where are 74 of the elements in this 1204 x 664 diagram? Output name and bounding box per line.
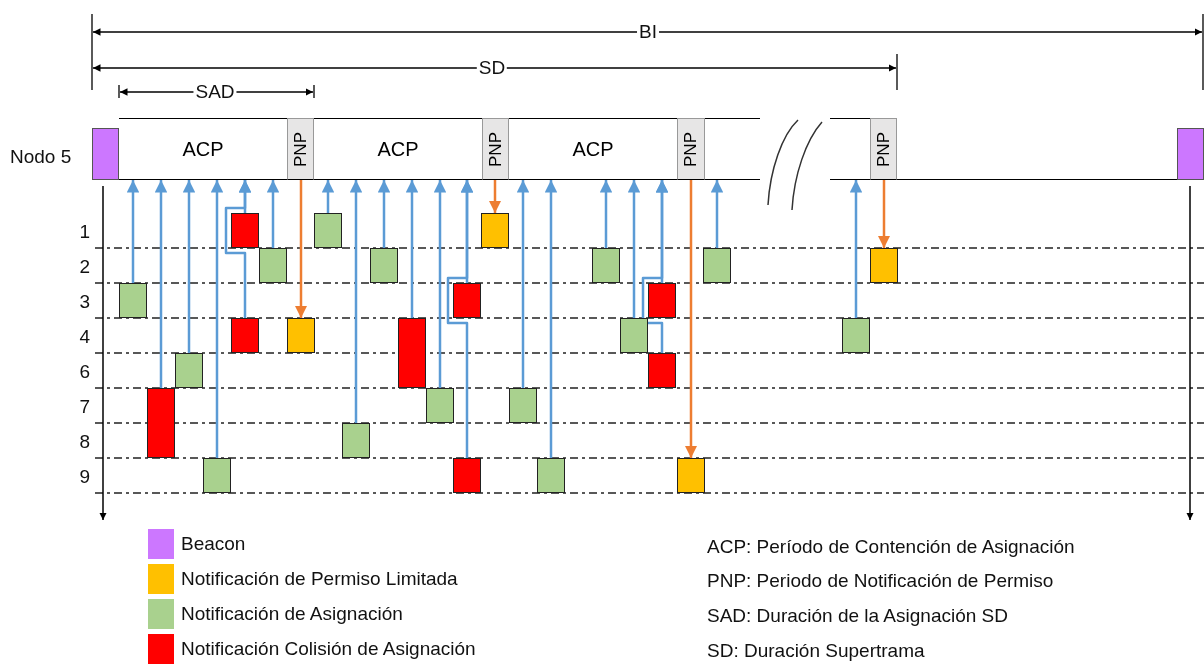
message-block: [537, 458, 565, 493]
message-block: [677, 458, 705, 493]
message-block: [481, 213, 509, 248]
message-block: [620, 318, 648, 353]
arrow: [126, 180, 140, 283]
message-block: [592, 248, 620, 283]
abbreviation-note: SD: Duración Supertrama: [707, 640, 925, 662]
arrow: [849, 180, 863, 318]
beacon-block: [1177, 128, 1204, 180]
arrow: [641, 180, 669, 353]
message-block: [203, 458, 231, 493]
message-block: [370, 248, 398, 283]
row-label: 9: [79, 466, 90, 488]
arrow: [710, 180, 724, 248]
legend-label: Notificación de Permiso Limitada: [181, 568, 458, 590]
message-block: [453, 283, 481, 318]
arrow: [516, 180, 530, 388]
arrow: [599, 180, 613, 248]
message-block: [398, 318, 426, 388]
legend-label: Notificación Colisión de Asignación: [181, 638, 476, 660]
period-segment: [830, 118, 870, 180]
arrow: [266, 180, 280, 248]
abbreviation-note: SAD: Duración de la Asignación SD: [707, 605, 1008, 627]
row-label: Nodo 5: [10, 146, 72, 168]
arrow: [224, 180, 252, 318]
legend-label: Notificación de Asignación: [181, 603, 403, 625]
arrow: [154, 180, 168, 388]
abbreviation-note: ACP: Período de Contención de Asignación: [707, 536, 1075, 558]
arrow: [321, 180, 335, 213]
message-block: [453, 458, 481, 493]
message-block: [259, 248, 287, 283]
notification-slot: PNP: [287, 118, 314, 180]
row-label: 8: [79, 431, 90, 453]
arrow: [627, 180, 641, 318]
message-block: [287, 318, 315, 353]
message-block: [147, 388, 175, 458]
message-block: [703, 248, 731, 283]
abbreviation-note: PNP: Periodo de Notificación de Permiso: [707, 570, 1054, 592]
message-block: [314, 213, 342, 248]
arrow: [210, 180, 224, 458]
notification-slot: PNP: [677, 118, 705, 180]
arrow: [684, 180, 698, 458]
message-block: [648, 353, 676, 388]
message-block: [648, 283, 676, 318]
row-label: 1: [79, 221, 90, 243]
message-block: [842, 318, 870, 353]
message-block: [426, 388, 454, 423]
row-label: 7: [79, 396, 90, 418]
arrow: [294, 180, 308, 318]
notification-slot: PNP: [870, 118, 897, 180]
notification-slot: PNP: [482, 118, 509, 180]
message-block: [342, 423, 370, 458]
message-block: [231, 213, 259, 248]
row-label: 6: [79, 361, 90, 383]
arrow: [182, 180, 196, 353]
message-block: [231, 318, 259, 353]
arrow: [405, 180, 419, 318]
message-block: [509, 388, 537, 423]
row-label: 3: [79, 291, 90, 313]
arrow: [446, 180, 474, 458]
arrow: [349, 180, 363, 423]
period-segment: [705, 118, 760, 180]
arrow: [488, 180, 502, 213]
message-block: [119, 283, 147, 318]
arrow: [377, 180, 391, 248]
row-label: 4: [79, 326, 90, 348]
row-label: 2: [79, 256, 90, 278]
arrow: [544, 180, 558, 458]
arrow: [433, 180, 447, 388]
beacon-block: [92, 128, 119, 180]
arrow: [877, 180, 891, 248]
message-block: [870, 248, 898, 283]
message-block: [175, 353, 203, 388]
legend-label: Beacon: [181, 533, 246, 555]
